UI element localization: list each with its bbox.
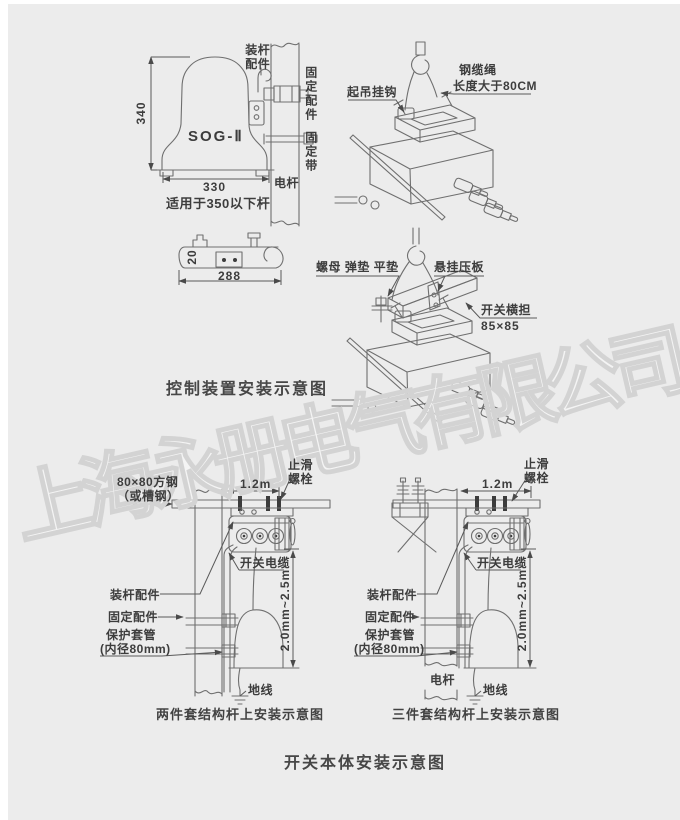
lifting-hook-label: 起吊挂钩	[347, 85, 398, 99]
ground-wire-label-right: 地线	[483, 683, 509, 697]
pole-fitting-label-right: 装杆配件	[367, 588, 418, 602]
antislip-bolt-label-2: 螺栓	[288, 472, 314, 486]
crossarm-size-label: 85×85	[481, 319, 520, 333]
bracket-view-drawing	[178, 232, 284, 285]
steel-cable-length-label: 长度大于80CM	[453, 79, 538, 93]
fixing-fitting-label-right: 固定配件	[365, 610, 416, 624]
sleeve-label-right-2: (内径80mm)	[354, 642, 425, 656]
three-piece-drawing	[354, 477, 541, 705]
front-view-note: 适用于350以下杆	[166, 196, 271, 211]
dim-span-left: 1.2m	[240, 477, 272, 491]
hoist-view-drawing	[335, 41, 531, 225]
dim-height-left: 2.0mm~2.5m	[278, 568, 293, 652]
dim-340: 340	[134, 101, 149, 125]
three-piece-caption: 三件套结构杆上安装示意图	[392, 707, 561, 722]
fixing-fitting-label-left: 固定配件	[108, 610, 159, 624]
fixing-fitting-label: 固定配件	[303, 66, 318, 122]
control-section-caption: 控制装置安装示意图	[166, 381, 329, 398]
dim-span-right: 1.2m	[482, 477, 514, 491]
fixing-band-label: 固定带	[303, 131, 318, 173]
steel-cable-label: 钢缆绳	[459, 63, 497, 77]
sleeve-label-right-1: 保护套管	[365, 628, 416, 642]
body-section-caption: 开关本体安装示意图	[284, 755, 447, 772]
square-steel-alt-label: （或槽钢）	[117, 489, 180, 503]
two-piece-drawing	[100, 478, 331, 705]
model-label: SOG-Ⅱ	[188, 128, 244, 145]
pole-label: 电杆	[274, 176, 300, 190]
mount-view-drawing	[316, 227, 537, 428]
dim-height-right: 2.0mm~2.5m	[515, 568, 530, 652]
page-margin-left	[0, 0, 8, 820]
pole-label-right: 电杆	[430, 673, 456, 687]
crossarm-label: 开关横担	[481, 303, 532, 317]
antislip-bolt-label-right-1: 止滑	[524, 457, 550, 471]
page-margin-top	[0, 0, 680, 4]
hardware-label: 螺母 弹垫 平垫	[316, 260, 399, 274]
dim-20: 20	[185, 249, 200, 265]
sleeve-label-left-2: (内径80mm)	[100, 642, 171, 656]
ground-wire-label-left: 地线	[248, 683, 274, 697]
switch-cable-label-right: 开关电缆	[477, 556, 528, 570]
sleeve-label-left-1: 保护套管	[106, 628, 157, 642]
suspension-clamp-label: 悬挂压板	[434, 260, 485, 274]
square-steel-label: 80×80方钢	[117, 475, 179, 489]
antislip-bolt-label-right-2: 螺栓	[524, 471, 550, 485]
two-piece-caption: 两件套结构杆上安装示意图	[156, 707, 325, 722]
switch-cable-label-left: 开关电缆	[240, 556, 291, 570]
pole-fitting-label: 装杆配件	[245, 43, 271, 71]
dim-288: 288	[218, 269, 242, 283]
front-view-drawing	[148, 42, 318, 227]
dim-330: 330	[203, 180, 227, 194]
pole-fitting-label-left: 装杆配件	[110, 588, 161, 602]
antislip-bolt-label-1: 止滑	[288, 458, 314, 472]
